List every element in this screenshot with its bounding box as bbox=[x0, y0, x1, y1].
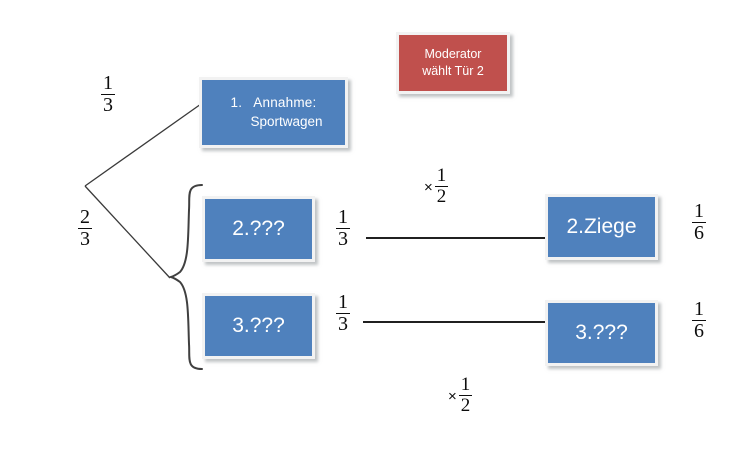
probability-result-upper: 1 6 bbox=[692, 201, 706, 244]
node-result-door-3-label: 3.??? bbox=[575, 320, 628, 344]
node-assumption-sportwagen[interactable]: 1. Annahme: Sportwagen bbox=[199, 77, 348, 148]
probability-middle-upper: 1 3 bbox=[336, 207, 350, 250]
node-door-2-unknown[interactable]: 2.??? bbox=[202, 196, 315, 262]
multiplier-lower-numerator: 1 bbox=[460, 374, 471, 395]
node-moderator-choice[interactable]: Moderator wählt Tür 2 bbox=[396, 32, 510, 94]
branch-line-upper bbox=[84, 103, 202, 187]
branch-line-lower bbox=[84, 185, 171, 279]
probability-middle-lower-numerator: 1 bbox=[338, 291, 348, 313]
multiplier-lower-fraction: 1 2 bbox=[458, 374, 473, 416]
grouping-brace bbox=[167, 184, 203, 370]
node-door-3-unknown[interactable]: 3.??? bbox=[202, 293, 315, 359]
multiplier-upper-numerator: 1 bbox=[436, 165, 447, 186]
probability-middle-upper-numerator: 1 bbox=[338, 206, 348, 228]
probability-branch-top-denominator: 3 bbox=[101, 94, 115, 116]
multiplication-sign-icon: × bbox=[424, 178, 433, 196]
probability-middle-lower-denominator: 3 bbox=[336, 313, 350, 335]
probability-branch-top: 1 3 bbox=[101, 73, 115, 116]
multiplier-upper: × 1 2 bbox=[424, 165, 449, 207]
probability-branch-top-numerator: 1 bbox=[103, 72, 113, 94]
probability-middle-upper-denominator: 3 bbox=[336, 228, 350, 250]
node-door-2-goat[interactable]: 2.Ziege bbox=[545, 194, 658, 260]
probability-result-upper-denominator: 6 bbox=[692, 222, 706, 244]
probability-middle-lower: 1 3 bbox=[336, 292, 350, 335]
probability-result-lower-numerator: 1 bbox=[694, 298, 704, 320]
node-result-door-3[interactable]: 3.??? bbox=[545, 300, 658, 366]
node-door-2-label: 2.??? bbox=[232, 216, 285, 240]
probability-result-lower: 1 6 bbox=[692, 299, 706, 342]
node-moderator-line2: wählt Tür 2 bbox=[422, 64, 484, 78]
probability-result-upper-numerator: 1 bbox=[694, 200, 704, 222]
multiplier-upper-fraction: 1 2 bbox=[434, 165, 449, 207]
node-moderator-line1: Moderator bbox=[424, 47, 482, 62]
multiplication-sign-icon: × bbox=[448, 387, 457, 405]
multiplier-lower-denominator: 2 bbox=[458, 394, 473, 416]
multiplier-upper-denominator: 2 bbox=[434, 185, 449, 207]
node-assumption-line1: 1. Annahme: bbox=[230, 95, 317, 111]
node-assumption-line2: Sportwagen bbox=[250, 113, 323, 129]
probability-branch-bottom-denominator: 3 bbox=[78, 228, 92, 250]
node-door-2-goat-label: 2.Ziege bbox=[566, 214, 637, 238]
node-door-3-label: 3.??? bbox=[232, 313, 285, 337]
probability-branch-bottom: 2 3 bbox=[78, 207, 92, 250]
multiplier-lower: × 1 2 bbox=[448, 374, 473, 416]
probability-result-lower-denominator: 6 bbox=[692, 320, 706, 342]
probability-branch-bottom-numerator: 2 bbox=[80, 206, 90, 228]
